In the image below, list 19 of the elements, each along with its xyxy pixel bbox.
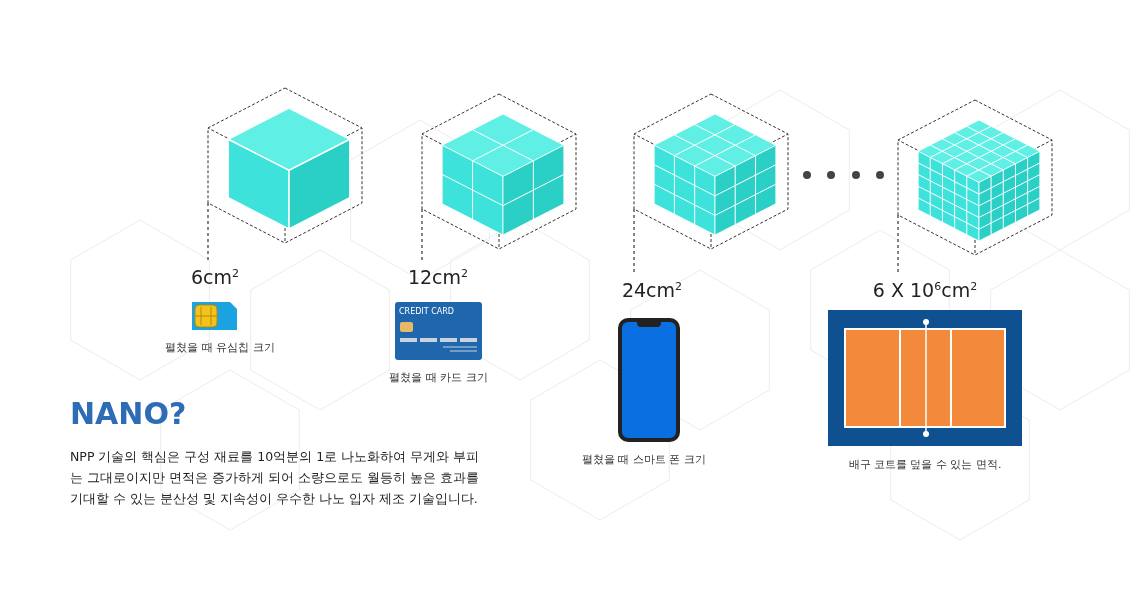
leader-line xyxy=(207,202,209,261)
area-value: 6cm$^{2}$ xyxy=(180,260,250,288)
heading: NANO? xyxy=(70,396,187,431)
leader-line xyxy=(633,208,635,274)
leader-line xyxy=(897,214,899,274)
leader-line xyxy=(421,208,423,261)
area-value: 12cm$^{2}$ xyxy=(398,260,478,288)
area-value: 6 X 10$^{6}$cm$^{2}$ xyxy=(860,273,990,301)
icon-caption: 펼쳤을 때 카드 크기 xyxy=(388,370,489,385)
cube-drawing xyxy=(421,94,577,249)
card-text: CREDIT CARD xyxy=(399,307,455,316)
cube-drawing xyxy=(633,94,789,249)
cube-drawing xyxy=(897,100,1053,255)
cube-drawing xyxy=(207,88,363,243)
area-value: 24cm$^{2}$ xyxy=(612,273,692,301)
description-paragraph: NPP 기술의 핵심은 구성 재료를 10억분의 1로 나노화하여 무게와 부피는 그대로이지만 면적은 증가하게 되어 소량으로도 월등히 높은 효과를 기대할 수 있는 분산성 및 지속성이 우수한 나노 입자 제조 기술입니다. xyxy=(70,448,481,508)
icon-caption: 펼쳤을 때 스마트 폰 크기 xyxy=(581,452,707,467)
icon-caption: 배구 코트를 덮을 수 있는 면적. xyxy=(847,457,1003,472)
icon-caption: 펼쳤을 때 유심칩 크기 xyxy=(164,340,276,355)
